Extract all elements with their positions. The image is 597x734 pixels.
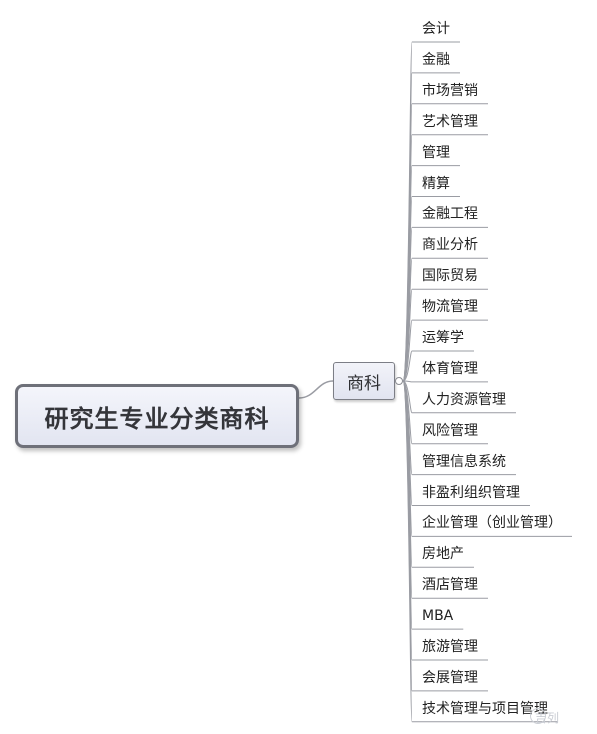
leaf-connector-9 bbox=[402, 319, 488, 382]
root-to-branch-connector bbox=[298, 380, 334, 399]
leaf-topic-3[interactable]: 艺术管理 bbox=[422, 113, 478, 130]
leaf-topic-1[interactable]: 金融 bbox=[422, 51, 450, 68]
root-topic-label: 研究生专业分类商科 bbox=[44, 404, 270, 433]
leaf-topic-5[interactable]: 精算 bbox=[422, 175, 450, 192]
leaf-topic-17[interactable]: 房地产 bbox=[422, 546, 464, 563]
leaf-topic-6[interactable]: 金融工程 bbox=[422, 206, 478, 223]
leaf-topic-15[interactable]: 非盈利组织管理 bbox=[422, 484, 520, 501]
leaf-topic-12[interactable]: 人力资源管理 bbox=[422, 391, 506, 408]
leaf-topic-16[interactable]: 企业管理（创业管理） bbox=[422, 515, 562, 532]
leaf-topic-2[interactable]: 市场营销 bbox=[422, 82, 478, 99]
leaf-connector-11 bbox=[402, 380, 488, 383]
leaf-topic-18[interactable]: 酒店管理 bbox=[422, 577, 478, 594]
leaf-topic-20[interactable]: 旅游管理 bbox=[422, 639, 478, 655]
leaf-topic-7[interactable]: 商业分析 bbox=[422, 237, 478, 254]
branch-topic-node[interactable]: 商科 bbox=[333, 362, 395, 400]
leaf-topic-8[interactable]: 国际贸易 bbox=[422, 268, 478, 285]
leaf-topic-4[interactable]: 管理 bbox=[422, 144, 450, 161]
leaf-topic-19[interactable]: MBA bbox=[422, 608, 454, 625]
leaf-topic-9[interactable]: 物流管理 bbox=[422, 299, 478, 316]
branch-topic-label: 商科 bbox=[347, 373, 381, 394]
leaf-topic-10[interactable]: 运筹学 bbox=[422, 330, 464, 346]
leaf-topic-13[interactable]: 风险管理 bbox=[422, 422, 478, 439]
leaf-topic-22[interactable]: 技术管理与项目管理 bbox=[422, 700, 548, 717]
collapse-toggle-icon[interactable] bbox=[395, 377, 403, 385]
watermark-logo-icon bbox=[530, 708, 546, 724]
leaf-connector-22 bbox=[402, 380, 558, 723]
root-topic-node[interactable]: 研究生专业分类商科 bbox=[15, 384, 299, 448]
leaf-topic-21[interactable]: 会展管理 bbox=[422, 669, 478, 686]
leaf-topic-11[interactable]: 体育管理 bbox=[422, 360, 478, 377]
leaf-connector-10 bbox=[402, 350, 474, 382]
watermark-text: 吉列 bbox=[535, 711, 560, 725]
leaf-topic-14[interactable]: 管理信息系统 bbox=[422, 453, 506, 470]
leaf-topic-0[interactable]: 会计 bbox=[422, 21, 450, 37]
